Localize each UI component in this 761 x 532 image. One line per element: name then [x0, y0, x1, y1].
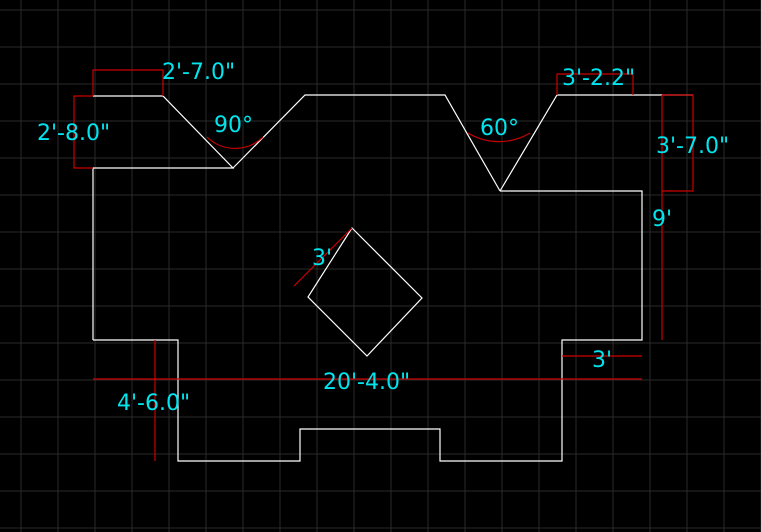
arc-90	[206, 136, 264, 150]
label-right-height: 3'-7.0"	[656, 134, 729, 159]
label-right-side-height: 9'	[652, 207, 672, 232]
label-left-notch-angle: 90°	[214, 113, 253, 138]
outline-right-edge	[93, 190, 643, 462]
label-top-right-width: 3'-2.2"	[562, 66, 635, 91]
dimension-labels: 2'-7.0" 2'-8.0" 90° 60° 3'-2.2" 3'-7.0" …	[37, 60, 729, 416]
dim-top-right-width	[556, 73, 634, 95]
arc-60	[467, 132, 531, 143]
outline-left-notch	[92, 95, 235, 340]
dim-right-height	[662, 94, 694, 192]
dim-left-height	[73, 95, 93, 169]
outline-top	[232, 94, 501, 192]
dimension-lines	[73, 69, 694, 461]
label-left-height: 2'-8.0"	[37, 121, 110, 146]
dim-square-side	[293, 227, 353, 287]
label-left-tab-height: 4'-6.0"	[117, 391, 190, 416]
rotated-square	[307, 227, 423, 357]
label-top-left-width: 2'-7.0"	[162, 60, 235, 85]
label-right-tab-width: 3'	[592, 348, 612, 373]
label-overall-width: 20'-4.0"	[323, 370, 410, 395]
label-square-side: 3'	[312, 246, 332, 271]
label-right-notch-angle: 60°	[480, 116, 519, 141]
dim-top-left-width	[92, 69, 164, 96]
